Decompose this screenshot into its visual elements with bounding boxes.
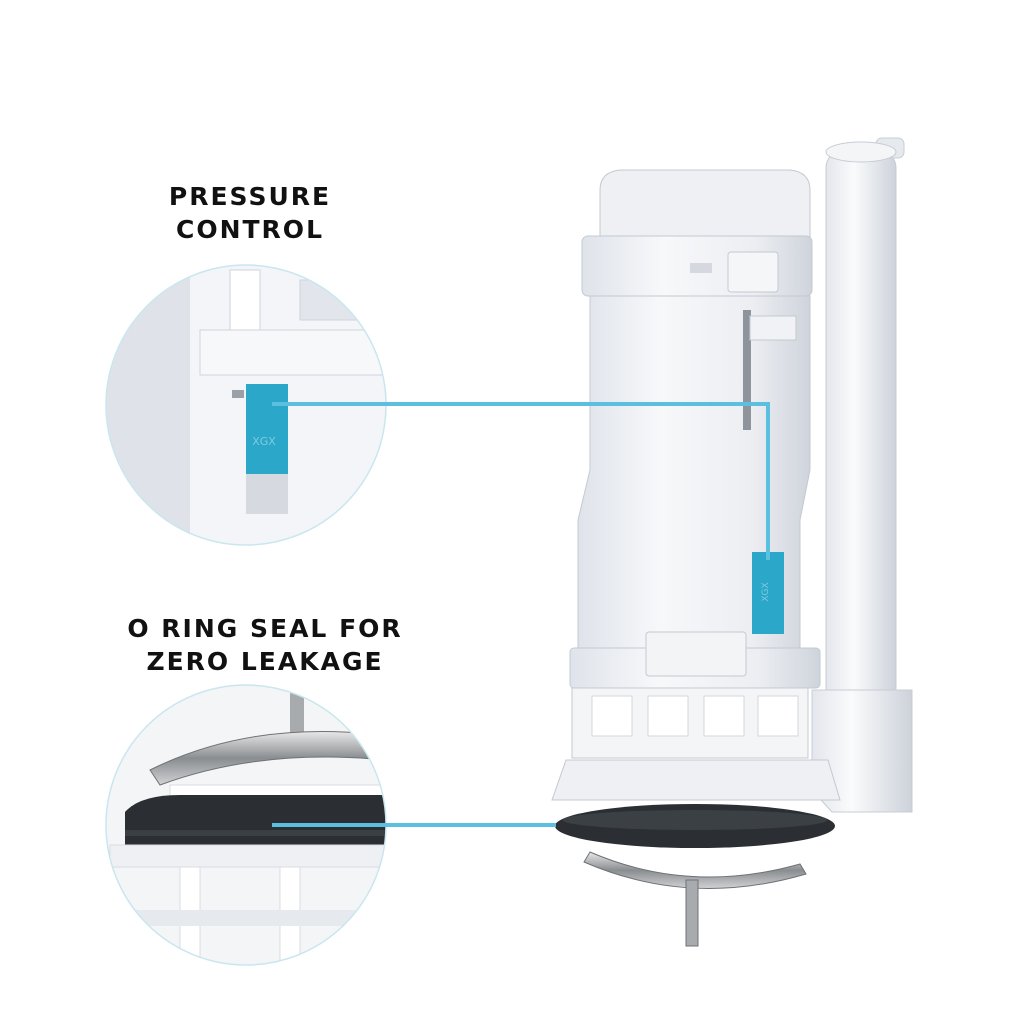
svg-text:XGX: XGX bbox=[252, 435, 276, 448]
o-ring-detail bbox=[106, 685, 386, 965]
svg-text:XGX: XGX bbox=[761, 582, 771, 601]
pressure-control-leader-line bbox=[272, 402, 770, 560]
pressure-control-label-line-1: PRESSURE bbox=[168, 182, 332, 211]
pressure-control-label: PRESSURE CONTROL bbox=[120, 180, 380, 246]
o-ring-seal-label-line-2: ZERO LEAKAGE bbox=[146, 647, 384, 676]
flush-valve: XGX bbox=[551, 137, 913, 947]
o-ring-seal-label-line-1: O RING SEAL FOR bbox=[127, 614, 403, 643]
o-ring-seal-label: O RING SEAL FOR ZERO LEAKAGE bbox=[100, 612, 430, 678]
pressure-control-detail: XGX bbox=[106, 265, 386, 545]
pressure-control-label-line-2: CONTROL bbox=[175, 215, 324, 244]
